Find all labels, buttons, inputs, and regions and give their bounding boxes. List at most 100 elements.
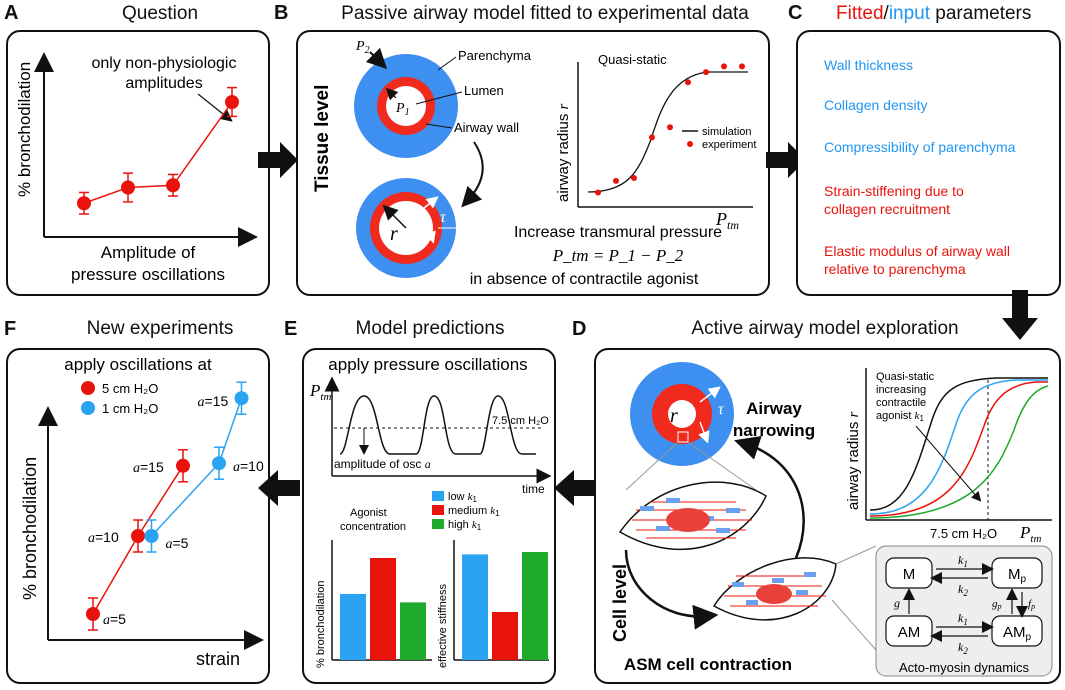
amp-label: amplitude of osc a [334, 457, 431, 471]
legend-entry: medium k1 [448, 505, 500, 518]
e-subtitle: apply pressure oscillations [328, 355, 527, 374]
parenchyma-leader [437, 56, 457, 71]
airway-wall-leader [425, 123, 453, 129]
p1-label: P1 [395, 101, 410, 118]
asm-label: ASM cell contraction [624, 655, 792, 674]
x-axis-label-1: Amplitude of [101, 243, 196, 262]
panel-b-diagram: Tissue level P2 P1 Parenchyma Lumen Airw… [312, 39, 756, 288]
bar [400, 602, 426, 660]
f-subtitle: apply oscillations at [64, 355, 212, 374]
d-chart-label-3: contractile [876, 397, 926, 409]
f-data-point [144, 529, 159, 543]
k1-label-bottom: k1 [958, 611, 968, 627]
chart-x-label: Ptm [715, 209, 739, 232]
am-title: Acto-myosin dynamics [899, 660, 1030, 675]
lumen-circle [386, 86, 426, 126]
bar [370, 558, 396, 660]
curve-black [869, 377, 1048, 511]
bar [462, 554, 488, 660]
radius-arrow [382, 204, 407, 229]
airway-narrowing-2: narrowing [733, 421, 815, 440]
panel-b-letter: B [274, 2, 289, 24]
f-point-label: a=15 [133, 459, 164, 476]
panel-c-letter: C [788, 2, 803, 24]
agonist-label-1: Agonist [350, 507, 387, 519]
arrow-c-to-d [1002, 290, 1038, 340]
f-data-point [131, 529, 145, 543]
annotation-1: only non-physiologic [92, 55, 237, 72]
radius-label: r [390, 223, 398, 245]
d-chart-label-1: Quasi-static [876, 371, 935, 383]
zoom-leader-2 [687, 441, 757, 491]
narrowing-arrow [734, 435, 805, 559]
data-point [225, 95, 239, 109]
legend-entry: high k1 [448, 519, 482, 532]
legend-red-dot [81, 381, 95, 395]
state-am-text: AM [898, 624, 921, 641]
contraction-arrow [624, 549, 719, 630]
k2-label-top: k2 [958, 582, 968, 598]
experiment-point [631, 175, 637, 181]
d-radius-label: r [670, 405, 678, 427]
f-point-label: a=10 [233, 458, 264, 475]
legend-blue-text: 1 cm H₂O [102, 401, 158, 416]
zoom-box [677, 431, 689, 443]
f-data-point [234, 391, 249, 406]
airway-wall-label: Airway wall [454, 120, 519, 135]
fp-label: fp [1028, 598, 1035, 611]
d-chart-xtick: 7.5 cm H₂O [930, 526, 997, 541]
lumen-leader [415, 91, 463, 105]
legend-blue-dot [81, 401, 95, 415]
legend-swatch [432, 519, 444, 529]
e-bars [340, 552, 548, 660]
p1-arrow [385, 87, 399, 101]
equation: P_tm = P_1 − P_2 [552, 246, 684, 265]
bar [492, 612, 518, 660]
d-chart-y-label: airway radius r [845, 411, 862, 510]
experiment-point [649, 134, 655, 141]
e-level-label: 7.5 cm H₂O [492, 415, 549, 427]
f-data-point [176, 458, 190, 473]
caption-1: Increase transmural pressure [514, 224, 722, 241]
state-mp-text: Mp [1008, 566, 1027, 585]
panel-d-diagram: r τ Airway narrowing Cell level ASM cell… [610, 362, 1053, 677]
panel-d: r τ Airway narrowing Cell level ASM cell… [594, 348, 1061, 684]
legend-entry: low k1 [448, 491, 477, 504]
panel-f-letter: F [4, 318, 17, 340]
k1-label-top: k1 [958, 553, 968, 569]
panel-a-letter: A [4, 2, 19, 24]
panel-a-chart: % bronchodilation Amplitude of pressure … [15, 52, 258, 284]
f-point-label: a=10 [88, 529, 119, 546]
zoom-leader-1 [625, 441, 679, 491]
f-data-point [86, 607, 100, 621]
tau-label: τ [440, 209, 447, 226]
experiment-point [703, 69, 709, 76]
panel-f: apply oscillations at 5 cm H₂O 1 cm H₂O … [6, 348, 270, 684]
state-amp-text: AMp [1003, 624, 1032, 643]
param-collagen-density: Collagen density [824, 97, 928, 113]
legend-exp-text: experiment [702, 139, 756, 151]
cell1-nucleus [666, 508, 710, 532]
oscillation-curve [339, 395, 536, 455]
series-a [77, 86, 239, 215]
f-point-label: a=5 [103, 611, 126, 628]
bar [340, 594, 366, 660]
panel-f-title: New experiments [86, 318, 234, 339]
bar1-y-label: % bronchodilation [315, 581, 327, 668]
e-y-label: Ptm [309, 381, 331, 403]
k2-label-bottom: k2 [958, 640, 968, 656]
panel-e-diagram: apply pressure oscillations Ptm time 7.5… [309, 355, 552, 668]
bar2-y-label: effective stiffness [437, 584, 449, 668]
e-x-label: time [522, 482, 545, 496]
param-compressibility: Compressibility of parenchyma [824, 139, 1016, 155]
tension-arrow-1 [423, 196, 439, 209]
param-wall-thickness: Wall thickness [824, 57, 913, 73]
parenchyma-label: Parenchyma [458, 48, 532, 63]
panel-e: apply pressure oscillations Ptm time 7.5… [302, 348, 556, 684]
experiment-point [667, 124, 673, 131]
cell2-myosin [732, 572, 816, 605]
panel-e-title: Model predictions [355, 318, 505, 339]
